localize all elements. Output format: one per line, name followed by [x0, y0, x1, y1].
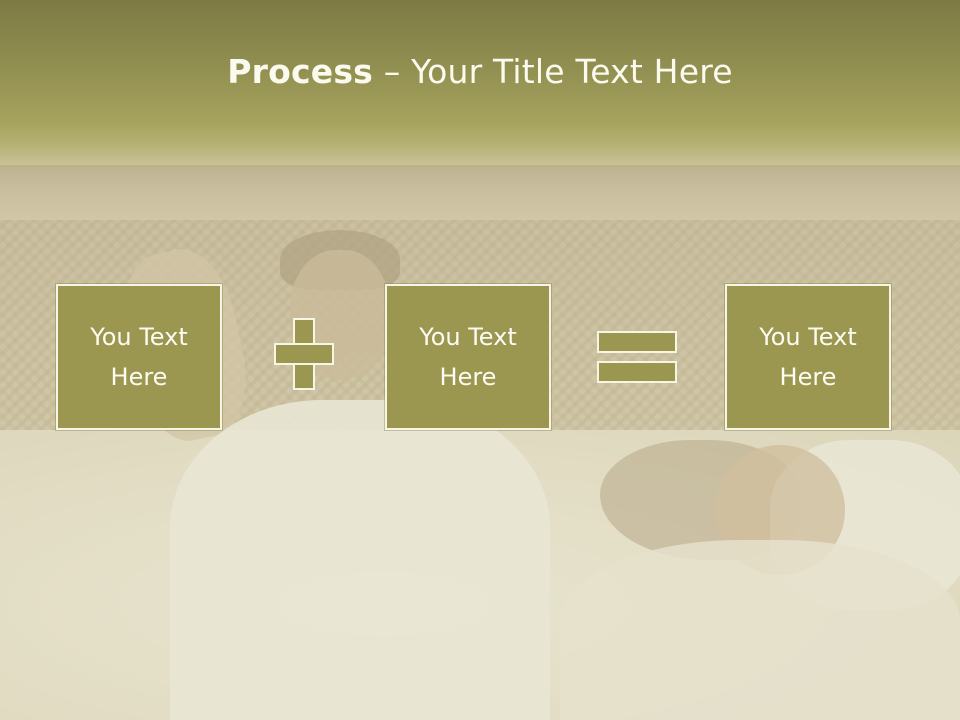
process-box-2[interactable]: You Text Here	[385, 284, 551, 430]
box-2-line-1: You Text	[419, 323, 517, 351]
title-rest: – Your Title Text Here	[373, 52, 733, 91]
title-bold: Process	[227, 52, 374, 91]
box-3-line-1: You Text	[759, 323, 857, 351]
process-box-3[interactable]: You Text Here	[725, 284, 891, 430]
box-1-line-2: Here	[110, 363, 168, 391]
slide-title[interactable]: Process – Your Title Text Here	[0, 52, 960, 91]
equals-icon[interactable]	[597, 331, 677, 383]
box-3-line-2: Here	[779, 363, 837, 391]
box-1-line-1: You Text	[90, 323, 188, 351]
header-band	[0, 0, 960, 175]
plus-icon[interactable]	[274, 318, 334, 390]
process-box-1[interactable]: You Text Here	[56, 284, 222, 430]
box-2-line-2: Here	[439, 363, 497, 391]
